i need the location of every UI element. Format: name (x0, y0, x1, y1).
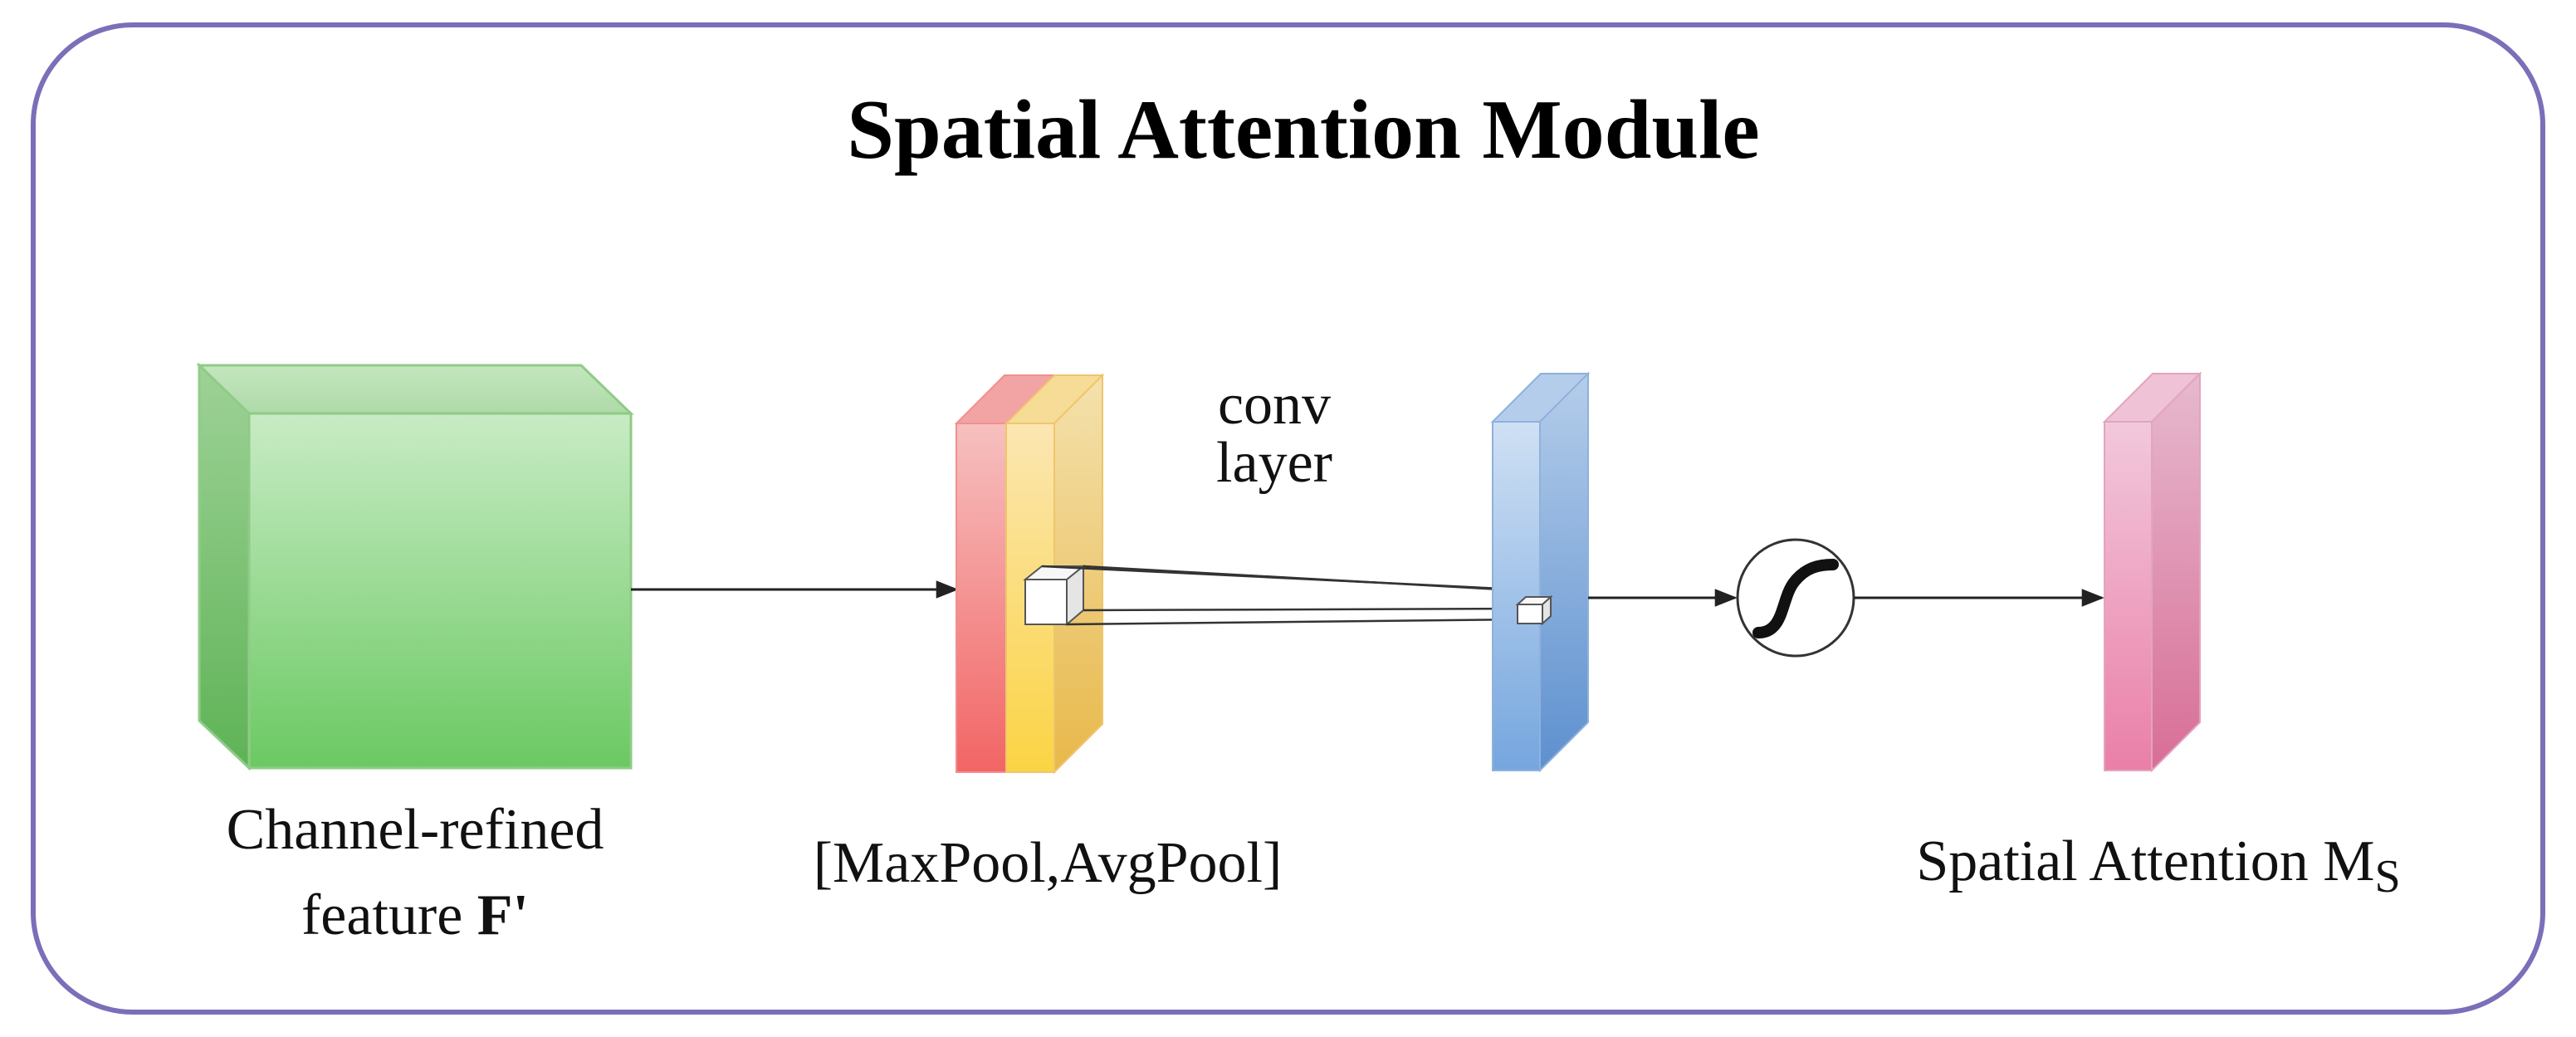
input-symbol-f-prime: F' (477, 883, 529, 947)
diagram-title: Spatial Attention Module (847, 83, 1759, 177)
input-cube-front-face (247, 412, 633, 770)
conv-projection-lines (1041, 565, 1547, 626)
conv-label-line1: conv (1218, 373, 1331, 437)
spatial-attention-map (2102, 371, 2202, 773)
module-frame (31, 22, 2545, 1015)
input-cube-top-face (196, 364, 634, 415)
pool-label: [MaxPool,AvgPool] (814, 831, 1283, 895)
input-label-line2: feature F' (301, 883, 529, 947)
kernel-front-face (1024, 579, 1068, 625)
input-label-prefix: feature (301, 883, 477, 947)
output-label-text: Spatial Attention M (1916, 829, 2374, 893)
attention-front-face (2104, 421, 2153, 771)
input-label: Channel-refined (227, 798, 604, 862)
input-cube-side-face (198, 362, 251, 771)
input-feature-cube (196, 362, 634, 771)
sigmoid-icon (1736, 538, 1855, 658)
conv-output-map (1490, 371, 1591, 773)
conv-output-side-face (1539, 371, 1589, 773)
conv-kernel-cube (1023, 564, 1086, 627)
max-pool-map (956, 423, 1007, 773)
input-label-line1: Channel-refined (227, 798, 604, 862)
conv-label-line2: layer (1216, 431, 1332, 495)
conv-layer-label-line2: layer (1216, 431, 1332, 495)
attention-side-face (2151, 371, 2201, 773)
output-label-subscript: S (2375, 851, 2401, 902)
conv-layer-label: conv (1218, 373, 1331, 437)
output-label: Spatial Attention MS (1916, 829, 2400, 902)
conv-output-point (1515, 594, 1553, 626)
